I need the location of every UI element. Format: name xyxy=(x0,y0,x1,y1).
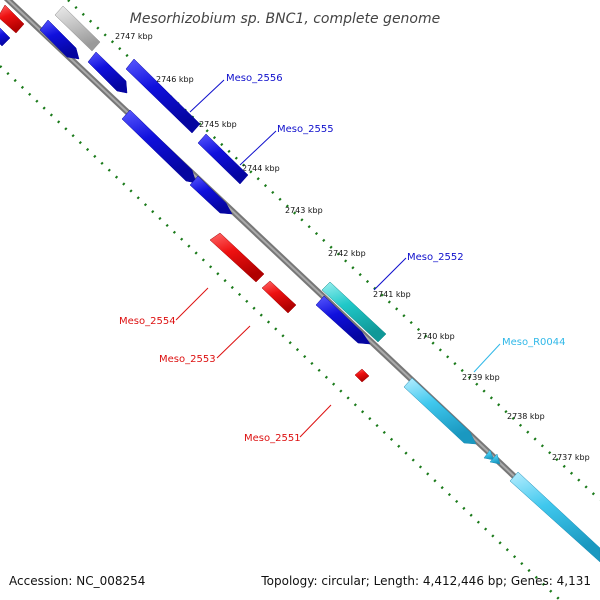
gene-feature-blue xyxy=(39,19,80,60)
gene-label-meso-2551: Meso_2551 xyxy=(244,433,301,444)
leader-meso-2555 xyxy=(239,130,277,166)
leader-meso-2552 xyxy=(373,257,407,291)
gene-feature-meso-r0044 xyxy=(403,377,477,445)
accession-text: Accession: NC_008254 xyxy=(9,574,145,588)
gene-feature-meso-2555 xyxy=(197,133,249,185)
tick-label: 2745 kbp xyxy=(199,120,237,129)
leader-meso-2554 xyxy=(175,287,209,321)
gene-feature-cyan-small xyxy=(483,449,495,461)
gene-label-meso-2554: Meso_2554 xyxy=(119,316,176,327)
gene-feature-blue-small xyxy=(189,175,233,215)
tick-label: 2744 kbp xyxy=(242,164,280,173)
gene-feature-cyan-large xyxy=(509,471,600,563)
gene-feature-grey xyxy=(54,5,101,52)
gene-feature-cyan-small xyxy=(489,453,501,465)
label-leaders xyxy=(175,79,501,438)
gene-label-meso-2553: Meso_2553 xyxy=(159,354,216,365)
gene-feature-blue-2552-adjacent xyxy=(315,295,371,345)
tick-label: 2746 kbp xyxy=(156,75,194,84)
scale-labels: 2747 kbp 2746 kbp 2745 kbp 2744 kbp 2743… xyxy=(115,32,590,462)
leader-meso-2553 xyxy=(216,325,251,359)
page-title: Mesorhizobium sp. BNC1, complete genome xyxy=(130,11,441,27)
gene-feature-meso-2551 xyxy=(354,368,370,383)
gene-feature-meso-2556 xyxy=(87,51,128,94)
gene-label-meso-2555: Meso_2555 xyxy=(277,124,334,135)
gene-feature-meso-2554 xyxy=(209,232,265,283)
tick-label: 2743 kbp xyxy=(285,206,323,215)
gene-label-meso-2552: Meso_2552 xyxy=(407,252,464,263)
tick-label: 2738 kbp xyxy=(507,412,545,421)
gene-feature-meso-2552 xyxy=(321,281,387,343)
tick-label: 2742 kbp xyxy=(328,249,366,258)
leader-meso-2556 xyxy=(189,79,225,113)
forward-strand-features xyxy=(39,5,600,563)
leader-meso-r0044 xyxy=(473,343,501,373)
tick-label: 2739 kbp xyxy=(462,373,500,382)
gene-feature-meso-2553 xyxy=(261,280,297,314)
tick-label: 2740 kbp xyxy=(417,332,455,341)
genome-summary-text: Topology: circular; Length: 4,412,446 bp… xyxy=(260,574,591,588)
tick-label: 2737 kbp xyxy=(552,453,590,462)
gene-feature-red-edge xyxy=(0,4,25,34)
gene-feature-meso-2556 xyxy=(125,58,201,134)
genome-backbone xyxy=(3,0,600,562)
gene-feature-blue-edge xyxy=(0,27,11,47)
gene-label-meso-r0044: Meso_R0044 xyxy=(502,337,566,348)
tick-label: 2747 kbp xyxy=(115,32,153,41)
gene-feature-meso-2555 xyxy=(121,109,197,184)
gene-labels: Meso_2556 Meso_2555 Meso_2552 Meso_R0044… xyxy=(119,73,566,444)
inner-tick-line xyxy=(0,65,561,600)
reverse-strand-features xyxy=(0,4,370,383)
tick-label: 2741 kbp xyxy=(373,290,411,299)
gene-label-meso-2556: Meso_2556 xyxy=(226,73,283,84)
leader-meso-2551 xyxy=(299,404,332,438)
